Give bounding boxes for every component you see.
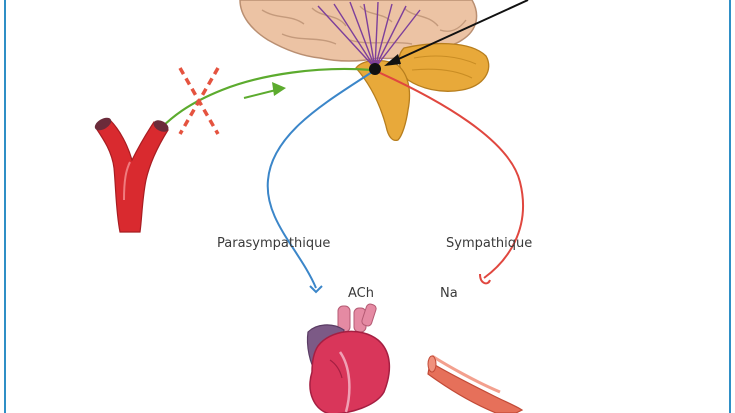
heart-icon — [306, 303, 391, 413]
inhibition-cross-icon — [178, 67, 220, 135]
baroreceptor-pathway — [149, 67, 373, 141]
parasympathetic-label: Parasympathique — [217, 236, 330, 251]
diagram-frame — [4, 0, 731, 413]
blood-vessel-icon — [427, 354, 524, 413]
sympathetic-nerve-ending — [479, 273, 491, 285]
baroreceptor-arrow-icon — [243, 82, 286, 99]
cortical-projections — [317, 1, 421, 69]
parasympathetic-nerve — [266, 71, 373, 289]
parasympathetic-nerve-ending — [309, 285, 323, 294]
sympathetic-nerve — [377, 71, 525, 279]
arrow-icon — [384, 0, 529, 66]
sympathetic-label: Sympathique — [446, 236, 532, 251]
carotid-artery-icon — [94, 117, 169, 233]
ach-label: ACh — [348, 286, 374, 301]
na-label: Na — [440, 286, 458, 301]
nucleus-dot — [369, 63, 381, 75]
